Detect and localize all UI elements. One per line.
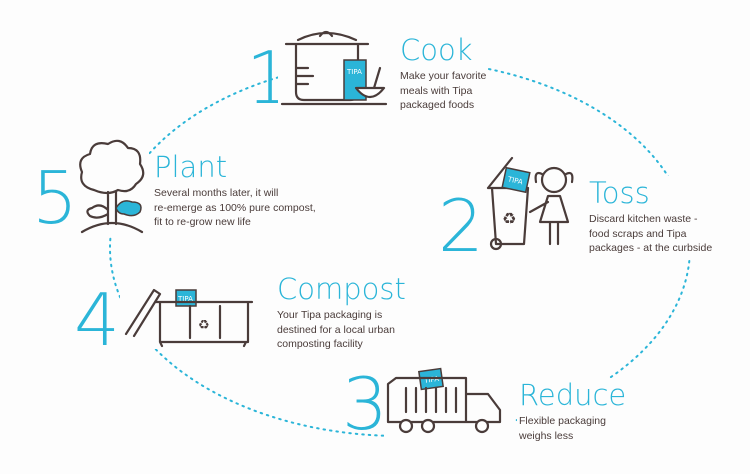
step-compost: Compost Your Tipa packaging is destined … <box>275 272 408 353</box>
step-title: Cook <box>400 33 473 67</box>
step-description: Discard kitchen waste - food scraps and … <box>589 213 713 254</box>
compost-container-icon: TIPA ♻ <box>120 284 255 349</box>
step-description: Flexible packaging weighs less <box>519 415 606 442</box>
svg-text:TIPA: TIPA <box>506 175 523 186</box>
step-description: Several months later, it will re-emerge … <box>154 187 316 228</box>
svg-text:TIPA: TIPA <box>346 68 362 76</box>
step-title: Compost <box>277 272 406 306</box>
step-number-2: 2 <box>438 184 484 268</box>
step-number-5: 5 <box>32 156 78 240</box>
recycling-bin-and-girl-icon: TIPA ♻ <box>484 152 584 252</box>
step-description: Your Tipa packaging is destined for a lo… <box>277 309 395 350</box>
step-title: Plant <box>154 150 228 184</box>
step-cook: Cook Make your favorite meals with Tipa … <box>398 33 489 114</box>
step-number-3: 3 <box>342 362 388 446</box>
svg-text:TIPA: TIPA <box>423 375 440 385</box>
step-number-4: 4 <box>74 278 120 362</box>
step-title: Toss <box>589 176 650 210</box>
step-reduce: Reduce Flexible packaging weighs less <box>517 378 629 445</box>
cooking-pot-icon: TIPA <box>278 28 398 108</box>
tree-icon <box>74 136 149 236</box>
garbage-truck-icon: TIPA <box>384 366 514 438</box>
recycle-icon: ♻ <box>502 209 516 228</box>
step-plant: Plant Several months later, it will re-e… <box>152 150 318 231</box>
svg-text:TIPA: TIPA <box>177 295 193 303</box>
step-title: Reduce <box>519 378 627 412</box>
step-description: Make your favorite meals with Tipa packa… <box>400 70 487 111</box>
recycle-icon: ♻ <box>198 318 210 333</box>
step-toss: Toss Discard kitchen waste - food scraps… <box>587 176 715 257</box>
